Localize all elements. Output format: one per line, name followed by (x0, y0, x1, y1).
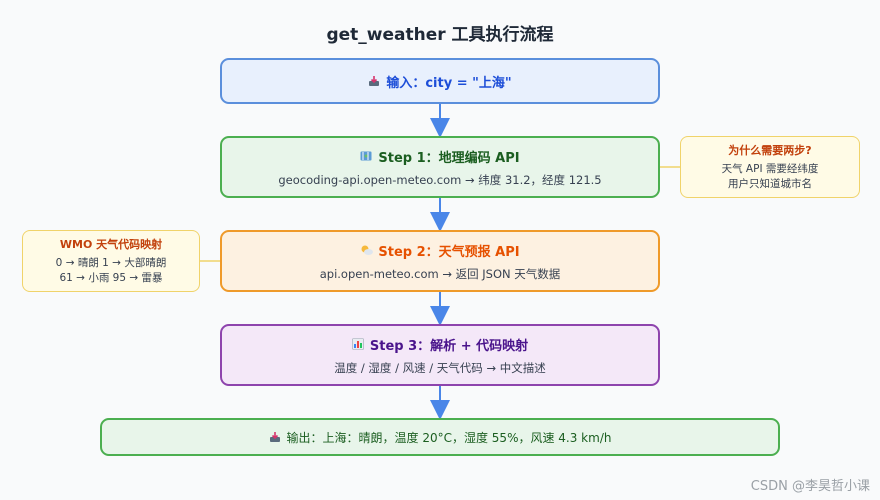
input-node: 输入：city = "上海" (220, 58, 660, 104)
inbox-tray-icon (368, 75, 380, 87)
step1-node: Step 1：地理编码 API geocoding-api.open-meteo… (220, 136, 660, 198)
step2-detail: api.open-meteo.com → 返回 JSON 天气数据 (319, 266, 561, 281)
watermark: CSDN @李昊哲小课 (750, 479, 870, 494)
step1-detail: geocoding-api.open-meteo.com → 纬度 31.2，经… (278, 172, 602, 187)
sun-cloud-icon (360, 244, 374, 256)
note-wmo-line: 61 → 小雨 95 → 雷暴 (59, 272, 163, 284)
note-why-title: 为什么需要两步? (728, 144, 812, 157)
note-why-line: 天气 API 需要经纬度 (721, 163, 819, 175)
output-label: 输出：上海：晴朗，温度 20°C，湿度 55%，风速 4.3 km/h (286, 430, 612, 445)
inbox-tray-icon (269, 431, 281, 443)
step1-label: Step 1：地理编码 API (378, 150, 520, 166)
step3-node: Step 3：解析 + 代码映射 温度 / 湿度 / 风速 / 天气代码 → 中… (220, 324, 660, 386)
note-why-two-steps: 为什么需要两步? 天气 API 需要经纬度 用户只知道城市名 (680, 136, 860, 198)
note-wmo-codes: WMO 天气代码映射 0 → 晴朗 1 → 大部晴朗 61 → 小雨 95 → … (22, 230, 200, 292)
step2-node: Step 2：天气预报 API api.open-meteo.com → 返回 … (220, 230, 660, 292)
step2-label: Step 2：天气预报 API (378, 244, 520, 260)
input-label: 输入：city = "上海" (386, 75, 512, 91)
step3-detail: 温度 / 湿度 / 风速 / 天气代码 → 中文描述 (334, 360, 546, 375)
note-wmo-line: 0 → 晴朗 1 → 大部晴朗 (55, 257, 167, 269)
output-node: 输出：上海：晴朗，温度 20°C，湿度 55%，风速 4.3 km/h (100, 418, 780, 456)
step3-label: Step 3：解析 + 代码映射 (369, 338, 529, 354)
note-wmo-title: WMO 天气代码映射 (59, 238, 163, 251)
map-icon (360, 150, 372, 162)
note-why-line: 用户只知道城市名 (728, 178, 812, 190)
bar-chart-icon (352, 338, 364, 350)
diagram-title: get_weather 工具执行流程 (326, 25, 554, 45)
